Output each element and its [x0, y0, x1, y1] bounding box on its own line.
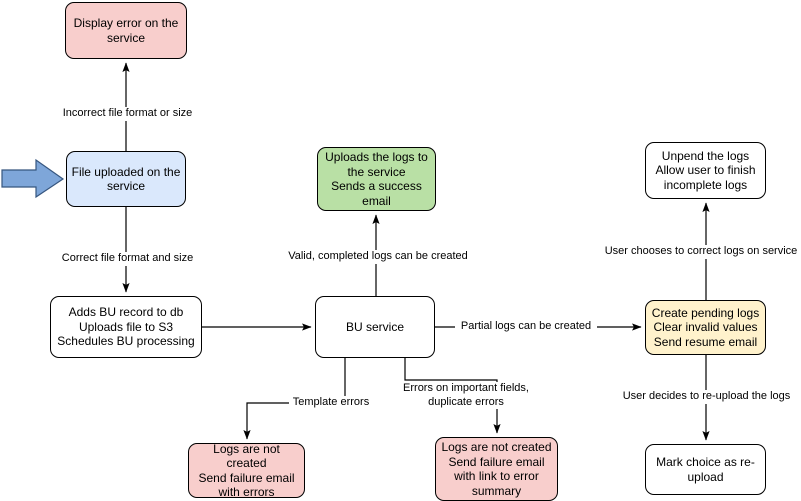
edge-label-correct-file-format: Correct file format and size: [45, 252, 210, 266]
node-adds-bu-record[interactable]: Adds BU record to db Uploads file to S3 …: [50, 296, 202, 358]
node-uploads-logs[interactable]: Uploads the logs to the service Sends a …: [317, 147, 436, 211]
edge-label-user-decides-reupload: User decides to re-upload the logs: [613, 390, 800, 404]
edge-label-template-errors: Template errors: [289, 396, 373, 410]
node-bu-service[interactable]: BU service: [315, 296, 435, 358]
entry-arrow-icon: [1, 158, 65, 199]
edge-label-partial-logs: Partial logs can be created: [455, 320, 597, 334]
node-file-uploaded[interactable]: File uploaded on the service: [66, 151, 186, 207]
node-logs-not-created-summary[interactable]: Logs are not created Send failure email …: [435, 437, 558, 501]
edge-label-valid-completed-logs: Valid, completed logs can be created: [278, 250, 478, 264]
node-unpend-logs[interactable]: Unpend the logs Allow user to finish inc…: [645, 142, 766, 199]
edge-label-incorrect-file-format: Incorrect file format or size: [45, 107, 210, 121]
node-mark-choice-reupload[interactable]: Mark choice as re- upload: [645, 444, 766, 495]
edge-label-errors-important-fields: Errors on important fields, duplicate er…: [390, 382, 542, 409]
node-logs-not-created-errors[interactable]: Logs are not created Send failure email …: [188, 442, 305, 499]
node-create-pending-logs[interactable]: Create pending logs Clear invalid values…: [645, 300, 766, 355]
edge-label-user-chooses-correct-logs: User chooses to correct logs on service: [601, 245, 801, 259]
node-display-error[interactable]: Display error on the service: [65, 2, 187, 59]
